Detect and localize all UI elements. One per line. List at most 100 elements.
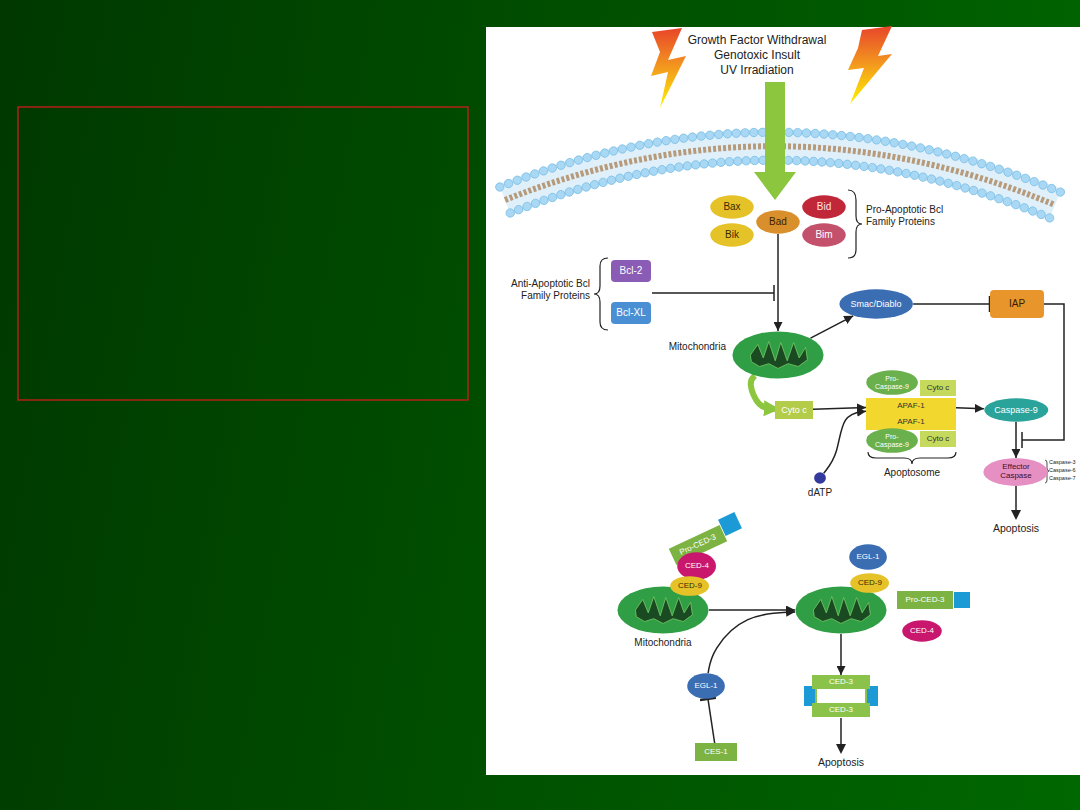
lipid-head (927, 175, 935, 183)
lipid-head (820, 130, 828, 138)
text-holder: Cyto c (927, 435, 950, 444)
text-holder: Mitochondria (634, 637, 691, 648)
ellipse-fill (984, 398, 1048, 422)
lipid-head (513, 176, 521, 184)
lipid-head (715, 130, 723, 138)
lipid-head (899, 140, 907, 148)
lipid-head (902, 169, 910, 177)
stimulus-label: UV Irradiation (662, 64, 852, 78)
ellipse-fill (756, 210, 800, 234)
node-text: APAF-1 (897, 402, 924, 411)
protein-ellipse: CED-9 (850, 573, 889, 593)
text-holder: Bik (725, 229, 739, 240)
lipid-head (706, 131, 714, 139)
protein-box: Cyto c (775, 401, 813, 419)
arrow-connector (777, 234, 779, 331)
lipid-head (574, 156, 582, 164)
text-holder: Bax (723, 201, 740, 212)
mitochondrion-shape (732, 331, 824, 379)
lipid-head (496, 183, 504, 191)
mitochondrion (795, 586, 887, 634)
outcome-label: Apoptosis (801, 756, 881, 768)
lipid-head (986, 192, 994, 200)
lipid-head (582, 183, 590, 191)
lipid-head (671, 135, 679, 143)
node-text: Pro-Caspase-9 (875, 375, 909, 391)
lipid-head (750, 128, 758, 136)
lipid-head (793, 128, 801, 136)
protein-band: APAF-1 (866, 414, 956, 430)
node-text: CED-4 (685, 562, 709, 571)
lipid-head (1037, 210, 1045, 218)
node-text: Bcl-2 (620, 265, 643, 276)
node-text: Bid (817, 201, 831, 212)
lipid-head (846, 132, 854, 140)
protein-ellipse: CED-9 (670, 576, 709, 596)
stimulus-label: Growth Factor Withdrawal (662, 34, 852, 48)
lipid-head (601, 149, 609, 157)
lipid-head (583, 153, 591, 161)
lipid-head (641, 169, 649, 177)
lipid-head (531, 170, 539, 178)
text-holder: CED-3 (829, 706, 853, 715)
lipid-head (592, 151, 600, 159)
lipid-head (864, 134, 872, 142)
text-holder: Bcl-2 (620, 265, 643, 276)
text-holder: CED-3 (829, 678, 853, 687)
node-text: Mitochondria (634, 637, 691, 648)
text-holder: CED-9 (858, 579, 882, 588)
lipid-head (818, 158, 826, 166)
lipid-head (742, 157, 750, 165)
ellipse-fill (839, 289, 913, 318)
lipid-head (785, 128, 793, 136)
lipid-head (936, 177, 944, 185)
node-text: CED-3 (829, 706, 853, 715)
lipid-head (618, 145, 626, 153)
protein-ellipse: Bim (802, 223, 846, 247)
lipid-head (1003, 197, 1011, 205)
lightning-bolt (651, 28, 686, 108)
lipid-head (725, 158, 733, 166)
protein-ellipse: Bax (710, 195, 754, 219)
protein-ellipse: Bik (710, 223, 754, 247)
dot-fill (814, 472, 826, 484)
protein-box: Bcl-XL (611, 302, 651, 324)
lipid-head (590, 180, 598, 188)
lipid-head (793, 156, 801, 164)
lipid-head (700, 160, 708, 168)
lipid-head (1045, 214, 1053, 222)
outcome-label: Apoptosis (976, 522, 1056, 534)
arrow-head (1011, 510, 1021, 520)
lipid-head (1047, 184, 1055, 192)
lipid-head (1056, 188, 1064, 196)
arrow-connector (840, 634, 842, 675)
lipid-head (557, 190, 565, 198)
lipid-head (566, 158, 574, 166)
protein-ellipse: CED-4 (677, 552, 716, 580)
lipid-head (885, 166, 893, 174)
lipid-head (894, 168, 902, 176)
protein-ellipse: Pro-Caspase-9 (866, 428, 918, 453)
lipid-head (944, 179, 952, 187)
node-text: EGL-1 (694, 682, 717, 691)
lipid-head (809, 157, 817, 165)
stimulus-label: Genotoxic Insult (662, 49, 852, 63)
node-text: APAF-1 (897, 418, 924, 427)
lipid-head (627, 143, 635, 151)
lipid-head (633, 170, 641, 178)
protein-box: CED-3 (812, 675, 870, 689)
protein-box: Pro-CED-3 (897, 591, 953, 609)
lipid-head (574, 185, 582, 193)
lipid-head (522, 173, 530, 181)
node-text: Cyto c (927, 435, 950, 444)
lipid-head (829, 131, 837, 139)
ellipse-fill (851, 573, 890, 593)
arrow-connector (824, 411, 866, 473)
text-holder: CES-1 (704, 748, 728, 757)
node-text: Bcl-XL (616, 307, 645, 318)
lipid-head (961, 184, 969, 192)
white-panel (486, 27, 1080, 775)
text-holder: EGL-1 (694, 682, 717, 691)
text-holder: CED-9 (678, 582, 702, 591)
bracket (868, 452, 956, 464)
